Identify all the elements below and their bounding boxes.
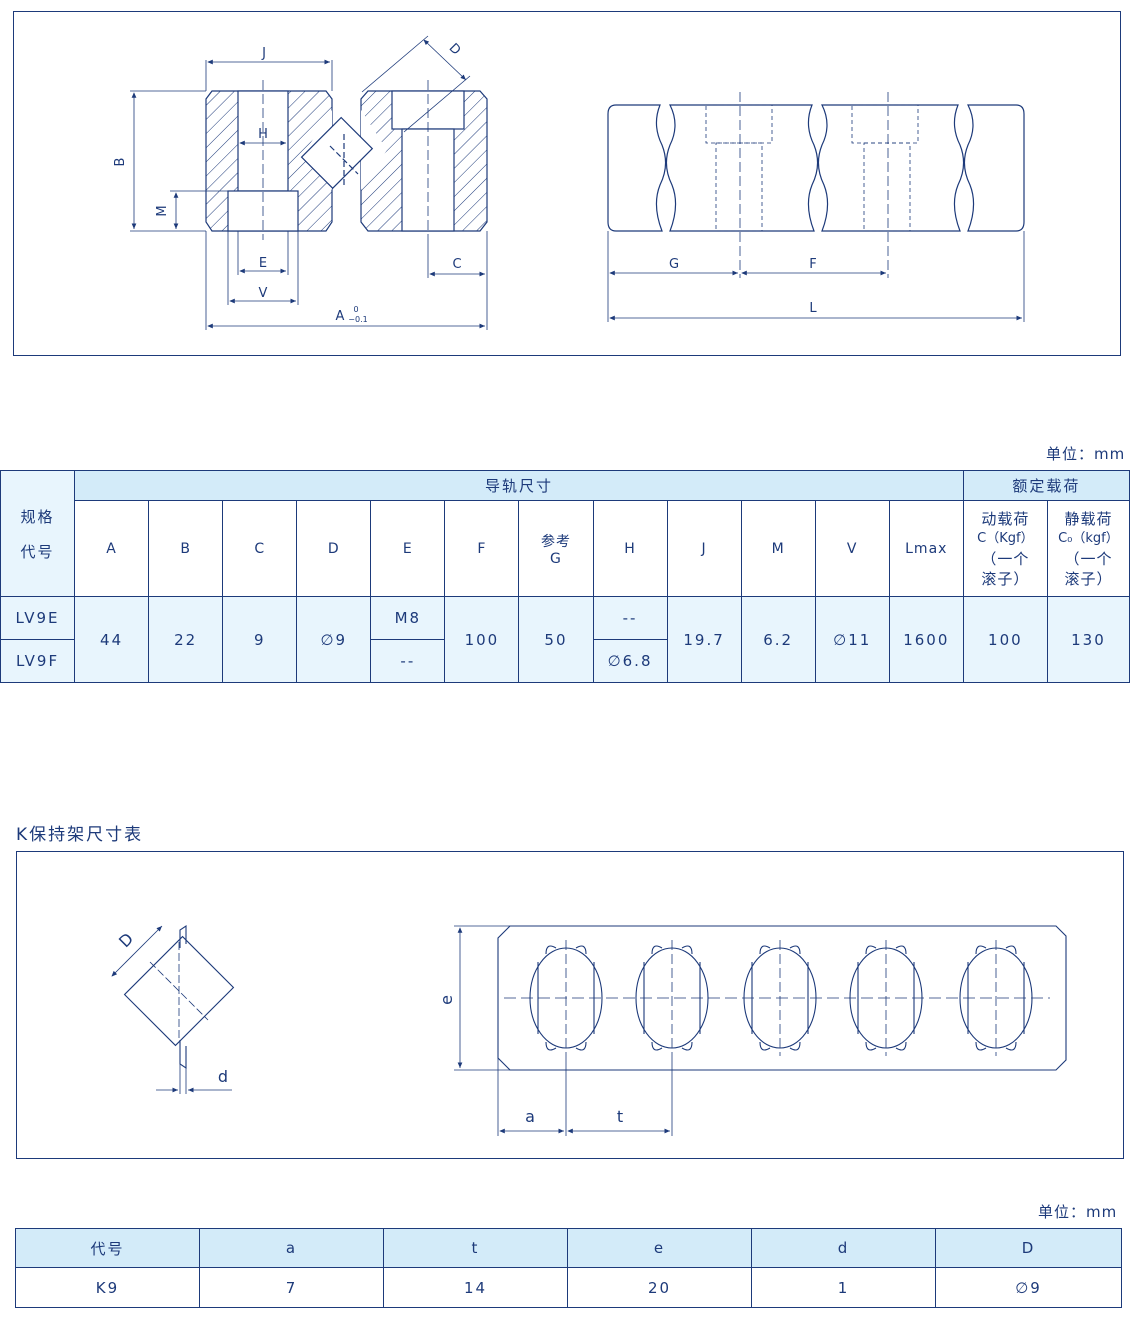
model-lv9f: LV9F xyxy=(0,639,76,683)
col-H: H xyxy=(592,500,668,597)
val-H-lv9f: ∅6.8 xyxy=(592,639,668,683)
label-A-tol-lower: −0.1 xyxy=(348,315,367,324)
cage-val-t: 14 xyxy=(383,1267,568,1308)
cage-drawing-panel xyxy=(16,851,1124,1159)
rail-drawing: J D B M H E V C A 0 −0.1 G F L xyxy=(113,35,1025,330)
val-dynamic-load: 100 xyxy=(962,596,1048,683)
val-E-lv9f: -- xyxy=(370,639,446,683)
col-C: C xyxy=(222,500,298,597)
cage-col-t: t xyxy=(383,1228,568,1268)
col-M: M xyxy=(740,500,816,597)
spec-header-cell: 规格 代号 xyxy=(0,470,76,597)
val-E-lv9e: M8 xyxy=(370,596,446,640)
label-H: H xyxy=(258,127,268,142)
label-V: V xyxy=(259,286,268,301)
val-G: 50 xyxy=(518,596,594,683)
val-static-load: 130 xyxy=(1046,596,1131,683)
label-A-tol-upper: 0 xyxy=(353,305,358,314)
static-line-3: （一个 xyxy=(1064,549,1113,568)
val-J: 19.7 xyxy=(666,596,742,683)
cage-section-title: K保持架尺寸表 xyxy=(16,825,144,845)
spec-label-2: 代号 xyxy=(20,542,55,561)
cage-spec-table: 代号 a t e d D K9 7 14 20 1 ∅9 xyxy=(15,1228,1122,1308)
static-line-1: 静载荷 xyxy=(1064,509,1113,528)
group-rail-header: 导轨尺寸 xyxy=(74,470,964,501)
val-M: 6.2 xyxy=(740,596,816,683)
cage-col-D: D xyxy=(935,1228,1122,1268)
dyn-line-2: C（Kgf） xyxy=(977,530,1034,546)
rail-table-unit: 单位：mm xyxy=(1046,445,1126,463)
static-line-4: 滚子） xyxy=(1064,569,1113,588)
dyn-line-3: （一个 xyxy=(981,549,1030,568)
cage-col-code: 代号 xyxy=(15,1228,200,1268)
rail-drawing-panel xyxy=(13,11,1121,356)
dyn-line-4: 滚子） xyxy=(981,569,1030,588)
val-C: 9 xyxy=(222,596,298,683)
col-J: J xyxy=(666,500,742,597)
label-M: M xyxy=(155,205,170,216)
label-C: C xyxy=(452,257,461,272)
static-line-2: C₀（kgf） xyxy=(1058,530,1119,546)
val-A: 44 xyxy=(74,596,150,683)
cage-val-a: 7 xyxy=(199,1267,384,1308)
col-dynamic-load: 动载荷 C（Kgf） （一个 滚子） xyxy=(962,500,1048,597)
dyn-line-1: 动载荷 xyxy=(981,509,1030,528)
label-J: J xyxy=(261,46,266,61)
col-A: A xyxy=(74,500,150,597)
col-ref-label: 参考 xyxy=(540,533,571,550)
label-L: L xyxy=(809,301,817,316)
col-ref-sub: G xyxy=(550,550,562,567)
col-F: F xyxy=(444,500,520,597)
val-V: ∅11 xyxy=(814,596,890,683)
col-D: D xyxy=(296,500,372,597)
cage-col-e: e xyxy=(567,1228,752,1268)
val-D: ∅9 xyxy=(296,596,372,683)
cage-table-unit: 单位：mm xyxy=(1038,1203,1118,1221)
val-H-lv9e: -- xyxy=(592,596,668,640)
cage-val-code: K9 xyxy=(15,1267,200,1308)
cage-val-d: 1 xyxy=(751,1267,936,1308)
col-B: B xyxy=(148,500,224,597)
label-B: B xyxy=(113,158,128,167)
cage-col-d: d xyxy=(751,1228,936,1268)
val-Lmax: 1600 xyxy=(888,596,964,683)
cage-col-a: a xyxy=(199,1228,384,1268)
label-F: F xyxy=(809,257,816,272)
col-static-load: 静载荷 C₀（kgf） （一个 滚子） xyxy=(1046,500,1131,597)
label-D: D xyxy=(446,41,464,59)
val-F: 100 xyxy=(444,596,520,683)
model-lv9e: LV9E xyxy=(0,596,76,640)
col-E: E xyxy=(370,500,446,597)
label-G: G xyxy=(669,257,679,272)
col-ref-G: 参考 G xyxy=(518,500,594,597)
rail-spec-table: 规格 代号 导轨尺寸 额定载荷 A B C D E F 参考 G H J M V… xyxy=(0,470,1131,683)
label-A: A xyxy=(336,309,345,324)
col-V: V xyxy=(814,500,890,597)
spec-label-1: 规格 xyxy=(20,507,55,526)
val-B: 22 xyxy=(148,596,224,683)
group-load-header: 额定载荷 xyxy=(962,470,1131,501)
cage-val-e: 20 xyxy=(567,1267,752,1308)
label-E: E xyxy=(259,256,267,271)
cage-val-D: ∅9 xyxy=(935,1267,1122,1308)
col-Lmax: Lmax xyxy=(888,500,964,597)
